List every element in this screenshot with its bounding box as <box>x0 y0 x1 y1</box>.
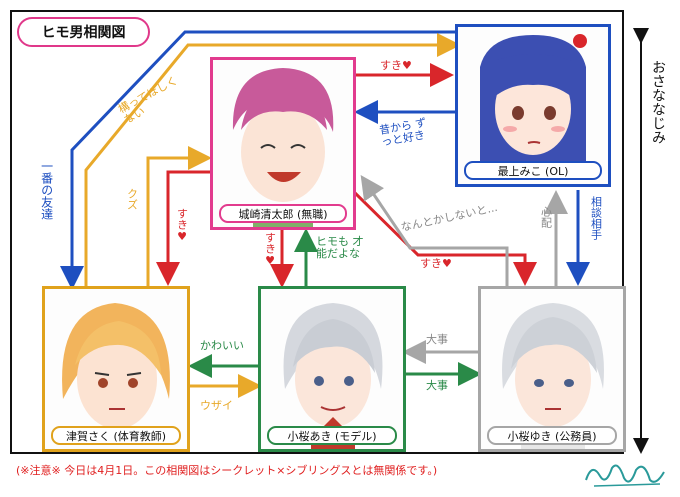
card-aki: 小桜あき (モデル) <box>258 286 406 452</box>
osananajimi-label: おさななじみ <box>646 60 668 144</box>
footer-note: (※注意※ 今日は4月1日。この相関図はシークレット×シブリングスとは無関係です… <box>16 462 437 478</box>
label-yuki-to-miko: 心配 <box>540 206 552 228</box>
card-saku: 津賀さく (体育教師) <box>42 286 190 452</box>
label-kiyotaro-to-yuki: すき♥ <box>420 258 452 270</box>
card-kiyotaro: 城崎清太郎 (無職) <box>210 57 356 230</box>
label-saku-to-aki: ウザイ <box>200 400 233 412</box>
chart-title: ヒモ男相関図 <box>17 17 150 47</box>
name-kiyotaro: 城崎清太郎 (無職) <box>219 204 347 223</box>
label-aki-to-saku: かわいい <box>200 340 244 352</box>
card-miko: 最上みこ (OL) <box>455 24 611 187</box>
arrow-kiyotaro-saku <box>168 172 212 280</box>
label-saku-to-kiyotaro: クズ <box>126 188 138 210</box>
label-miko-to-yuki: 相談相手 <box>590 196 602 240</box>
portrait-aki <box>261 289 403 449</box>
artist-signature <box>580 456 670 492</box>
name-miko: 最上みこ (OL) <box>464 161 602 180</box>
label-aki-to-yuki: 大事 <box>426 380 448 392</box>
label-kiyotaro-to-aki: すき♥ <box>264 232 276 267</box>
arrow-yuki-kiyotaro <box>364 180 507 286</box>
portrait-saku <box>45 289 187 449</box>
card-yuki: 小桜ゆき (公務員) <box>478 286 626 452</box>
portrait-yuki <box>481 289 623 449</box>
label-kiyotaro-to-saku: すき♥ <box>176 208 188 243</box>
label-kiyotaro-to-miko: すき♥ <box>380 60 412 72</box>
label-miko-saku-loop: 一番の友達 <box>40 160 53 220</box>
label-yuki-to-aki: 大事 <box>426 334 448 346</box>
label-aki-to-kiyotaro: ヒモも 才能だよな <box>316 236 372 259</box>
name-saku: 津賀さく (体育教師) <box>51 426 181 445</box>
portrait-kiyotaro <box>213 60 353 227</box>
name-yuki: 小桜ゆき (公務員) <box>487 426 617 445</box>
name-aki: 小桜あき (モデル) <box>267 426 397 445</box>
